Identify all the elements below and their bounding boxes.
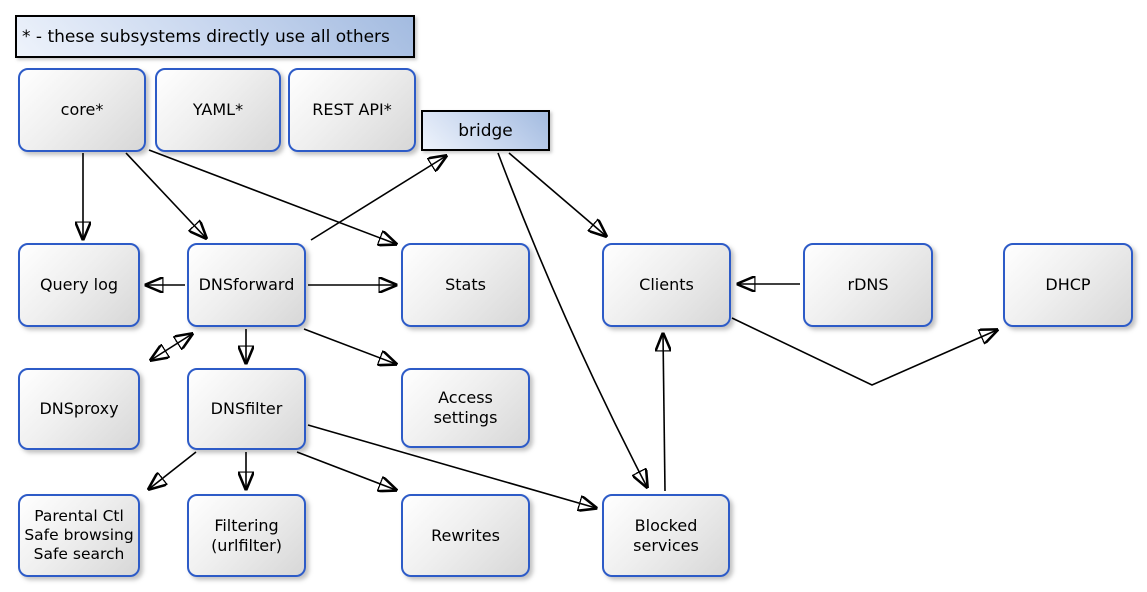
- edge-bridge-clients: [508, 152, 606, 236]
- node-access-settings-line2: settings: [433, 408, 498, 427]
- node-dhcp: DHCP: [1003, 243, 1133, 327]
- node-query-log: Query log: [18, 243, 140, 327]
- edge-dnsforward-access-settings: [303, 328, 396, 364]
- legend-box: * - these subsystems directly use all ot…: [15, 15, 415, 58]
- edge-dnsforward-dnsproxy-bidirectional: [151, 334, 192, 360]
- node-rdns-label: rDNS: [847, 275, 889, 294]
- node-bridge: bridge: [421, 110, 550, 151]
- node-dnsforward: DNSforward: [187, 243, 306, 327]
- edge-clients-dhcp: [731, 317, 997, 386]
- node-parental-line3: Safe search: [33, 544, 125, 563]
- node-core-label: core*: [60, 100, 104, 119]
- node-rewrites-label: Rewrites: [431, 525, 500, 545]
- node-access-settings-line1: Access: [438, 388, 493, 407]
- edge-dnsfilter-rewrites: [296, 451, 396, 490]
- node-rewrites: Rewrites: [401, 494, 530, 577]
- node-parental-line2: Safe browsing: [24, 526, 134, 545]
- node-dnsforward-label: DNSforward: [198, 275, 295, 294]
- node-blocked-services-line2: services: [633, 535, 699, 555]
- node-clients-label: Clients: [639, 275, 694, 294]
- node-dnsfilter-label: DNSfilter: [210, 399, 283, 418]
- node-filtering-line1: Filtering: [214, 515, 279, 535]
- node-dnsproxy: DNSproxy: [18, 368, 140, 450]
- node-core: core*: [18, 68, 146, 152]
- node-dnsproxy-label: DNSproxy: [39, 399, 119, 418]
- node-stats-label: Stats: [445, 275, 486, 294]
- node-yaml-label: YAML*: [192, 100, 244, 119]
- node-blocked-services: Blocked services: [602, 494, 730, 577]
- node-blocked-services-line1: Blocked: [634, 515, 698, 535]
- edge-dnsforward-bridge: [310, 156, 446, 241]
- node-rdns: rDNS: [803, 243, 933, 327]
- edge-dnsfilter-parental: [149, 451, 197, 489]
- node-dnsfilter: DNSfilter: [187, 368, 306, 450]
- node-bridge-label: bridge: [458, 120, 513, 141]
- node-query-log-label: Query log: [39, 275, 119, 294]
- node-clients: Clients: [602, 243, 731, 327]
- node-dhcp-label: DHCP: [1045, 275, 1091, 294]
- node-filtering: Filtering (urlfilter): [187, 494, 306, 577]
- edge-blocked-services-clients: [663, 334, 665, 492]
- node-parental-ctl: Parental Ctl Safe browsing Safe search: [18, 494, 140, 577]
- edge-core-dnsforward: [125, 152, 206, 238]
- node-yaml: YAML*: [155, 68, 281, 152]
- node-stats: Stats: [401, 243, 530, 327]
- node-parental-line1: Parental Ctl: [34, 507, 124, 526]
- node-access-settings: Access settings: [401, 368, 530, 448]
- node-filtering-line2: (urlfilter): [211, 535, 282, 555]
- edge-core-stats: [148, 149, 396, 244]
- node-rest-api: REST API*: [288, 68, 416, 152]
- node-rest-api-label: REST API*: [312, 100, 392, 119]
- legend-text: * - these subsystems directly use all ot…: [22, 26, 390, 47]
